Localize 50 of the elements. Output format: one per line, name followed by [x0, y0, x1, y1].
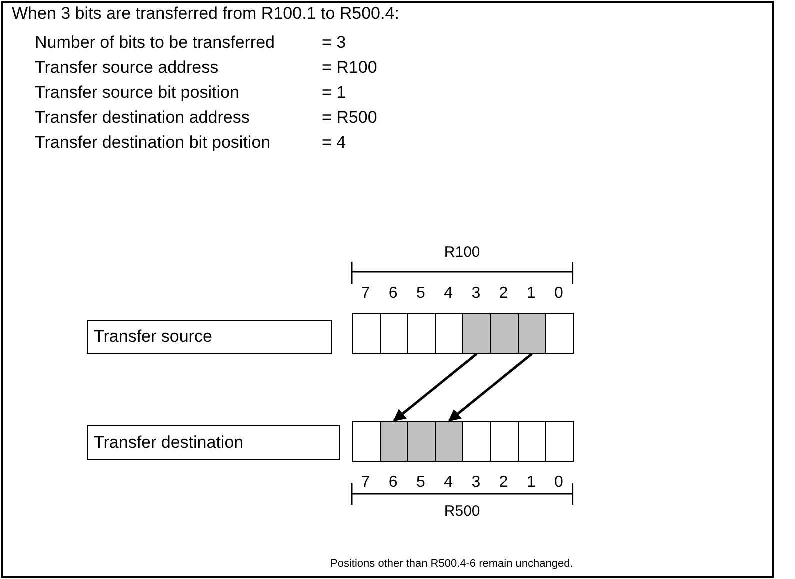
bit-number: 5: [416, 474, 426, 492]
register-name: R500: [444, 503, 480, 520]
parameter-value: = 3: [322, 33, 346, 53]
parameter-name: Transfer source bit position: [35, 83, 240, 103]
shaded-bit-cell: [462, 313, 492, 354]
parameter-name: Transfer source address: [35, 58, 219, 78]
bit-number: 7: [361, 285, 370, 303]
label-box: Transfer source: [87, 320, 332, 354]
bit-cell: [545, 313, 574, 354]
parameter-value: = 1: [322, 83, 346, 103]
bit-number: 2: [499, 285, 508, 303]
shaded-bit-cell: [380, 421, 409, 462]
bit-number: 2: [499, 474, 508, 492]
shaded-bit-cell: [407, 421, 436, 462]
bit-number: 0: [554, 285, 564, 303]
shaded-bit-cell: [518, 313, 547, 354]
bit-cell: [490, 421, 520, 462]
bit-number: 3: [472, 474, 481, 492]
shaded-bit-cell: [434, 421, 464, 462]
bit-cell: [518, 421, 547, 462]
bit-cell: [380, 313, 409, 354]
note-text: Positions other than R500.4-6 remain unchanged.: [330, 558, 574, 570]
bit-number: 4: [444, 285, 453, 303]
parameter-name: Number of bits to be transferred: [35, 33, 276, 53]
parameter-value: = R500: [322, 108, 378, 128]
bit-cell: [434, 313, 464, 354]
arrow: [393, 353, 478, 422]
bit-cell: [352, 313, 382, 354]
bit-number: 0: [554, 474, 564, 492]
heading-text: When 3 bits are transferred from R100.1 to R500.4:: [12, 4, 400, 24]
bit-number: 6: [388, 285, 398, 303]
parameter-name: Transfer destination address: [35, 108, 250, 128]
label-box: Transfer destination: [87, 425, 340, 460]
bit-number: 1: [526, 474, 536, 492]
bit-number: 3: [472, 285, 481, 303]
bit-cell: [545, 421, 574, 462]
bit-cell: [352, 421, 382, 462]
bit-number: 5: [416, 285, 426, 303]
register-name: R100: [444, 244, 480, 261]
parameter-name: Transfer destination bit position: [35, 133, 271, 153]
bit-number: 7: [361, 474, 370, 492]
bit-number: 4: [444, 474, 453, 492]
bit-number: 6: [388, 474, 398, 492]
parameter-value: = 4: [322, 133, 346, 153]
bit-number: 1: [526, 285, 536, 303]
parameter-value: = R100: [322, 58, 378, 78]
shaded-bit-cell: [490, 313, 520, 354]
bit-cell: [407, 313, 436, 354]
bit-cell: [462, 421, 492, 462]
arrow: [448, 353, 533, 422]
